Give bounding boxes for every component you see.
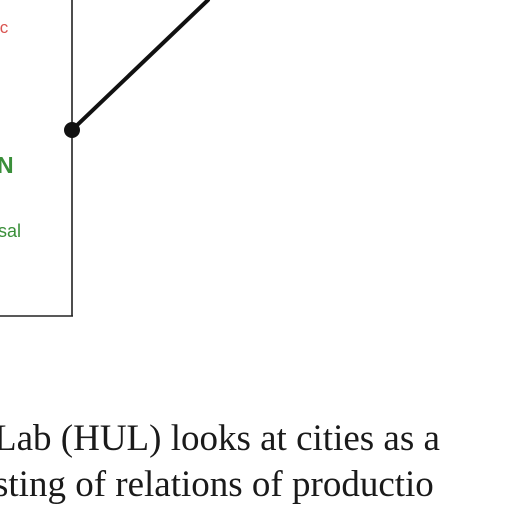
body-paragraph: Lab (HUL) looks at cities as a sting of … xyxy=(0,416,512,508)
figure-label-middle: N xyxy=(0,152,14,178)
diagonal-line xyxy=(70,0,210,132)
figure-label-bottom: sal xyxy=(0,221,22,241)
figure: ic N sal xyxy=(0,0,210,317)
node-dot xyxy=(64,122,80,138)
paragraph-line-1: Lab (HUL) looks at cities as a xyxy=(0,418,440,459)
figure-label-top: ic xyxy=(0,18,9,37)
figure-diagram xyxy=(0,0,210,317)
paragraph-line-2: sting of relations of productio xyxy=(0,464,434,505)
